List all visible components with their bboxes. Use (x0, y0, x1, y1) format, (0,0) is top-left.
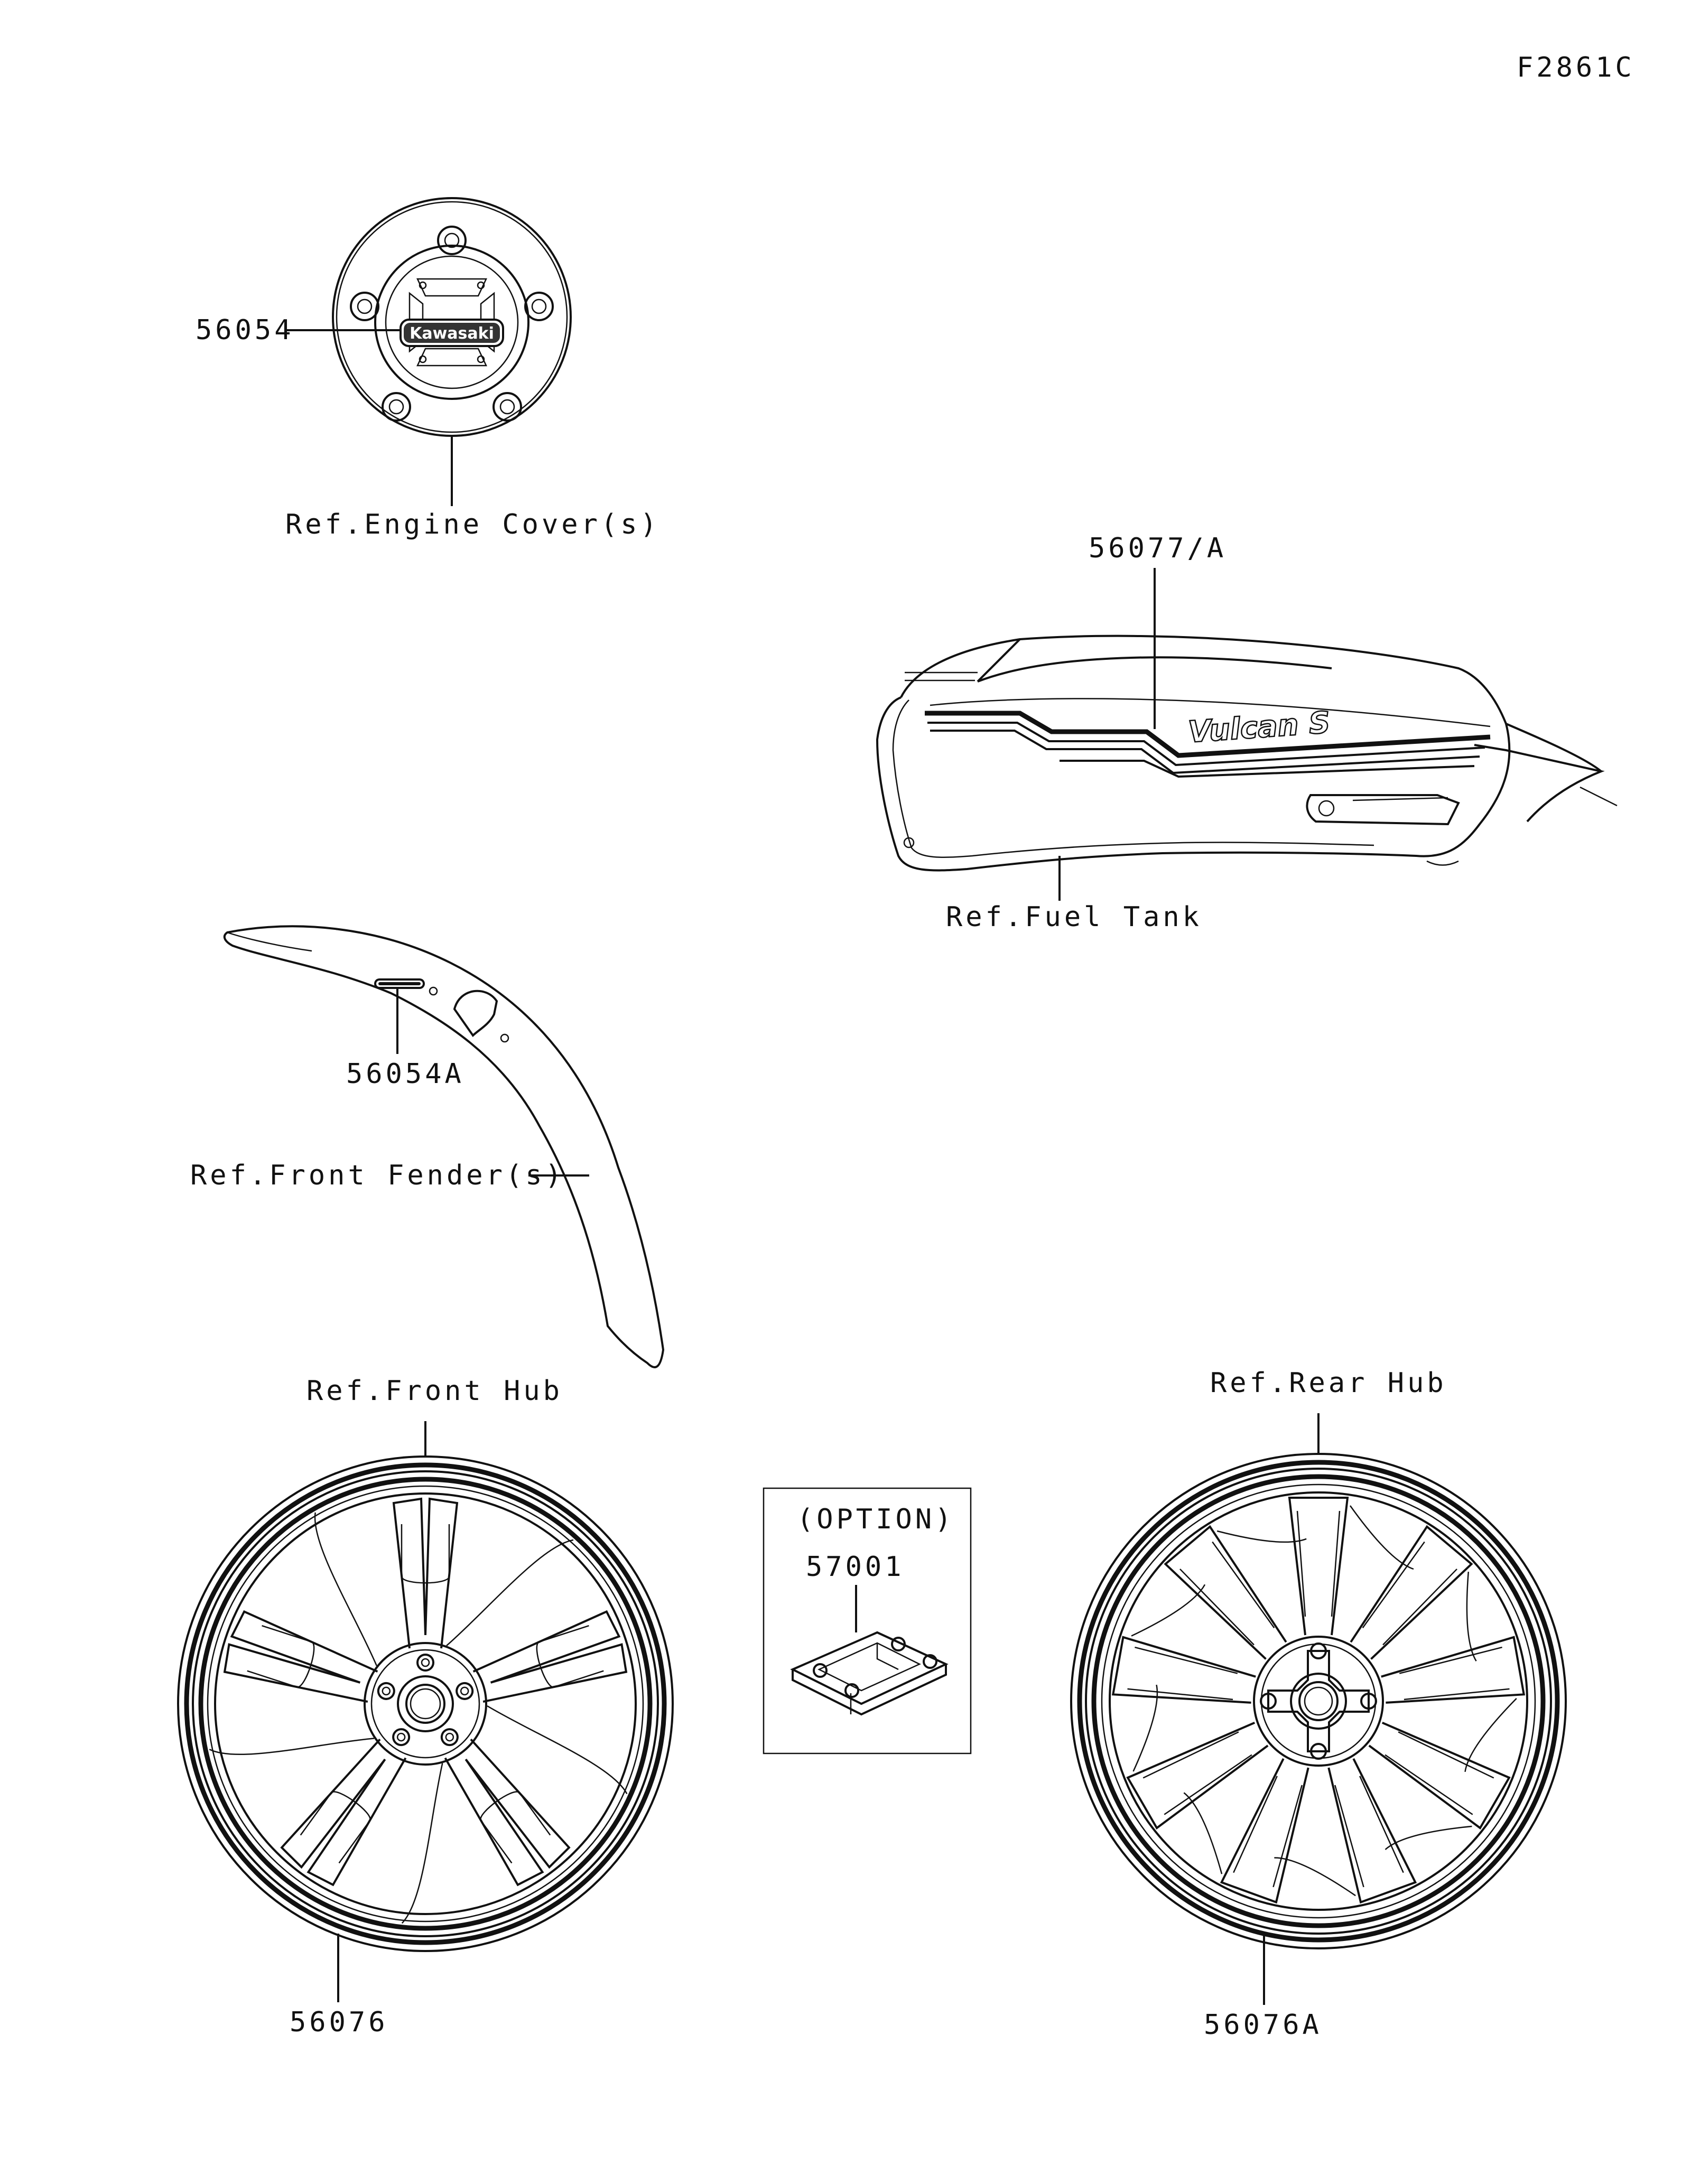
vulcan-s-logo: Vulcan S (1187, 705, 1331, 750)
fuel-tank-illustration: Vulcan S (876, 634, 1618, 872)
front-hub-part-number: 56076 (290, 2006, 388, 2038)
engine-cover-ref-label: Ref.Engine Cover(s) (285, 509, 660, 540)
option-tool-illustration (790, 1631, 949, 1716)
option-label: (OPTION) (797, 1504, 954, 1535)
fuel-tank-part-number: 56077/A (1089, 533, 1227, 564)
rear-wheel-illustration (1070, 1453, 1567, 1949)
front-fender-illustration (223, 925, 665, 1368)
engine-cover-illustration: Kawasaki (332, 197, 572, 437)
option-part-number: 57001 (806, 1551, 905, 1583)
front-fender-part-number: 56054A (346, 1058, 464, 1090)
engine-cover-part-number: 56054 (196, 314, 294, 346)
option-box (763, 1487, 972, 1754)
fuel-tank-ref-label: Ref.Fuel Tank (946, 901, 1202, 933)
diagram-code: F2861C (1517, 52, 1635, 83)
front-fender-ref-label: Ref.Front Fender(s) (190, 1160, 565, 1191)
kawasaki-logo: Kawasaki (410, 324, 494, 343)
rear-hub-part-number: 56076A (1204, 2009, 1322, 2041)
front-hub-ref-label: Ref.Front Hub (306, 1375, 563, 1407)
rear-hub-ref-label: Ref.Rear Hub (1210, 1367, 1447, 1399)
front-wheel-illustration (177, 1455, 674, 1956)
